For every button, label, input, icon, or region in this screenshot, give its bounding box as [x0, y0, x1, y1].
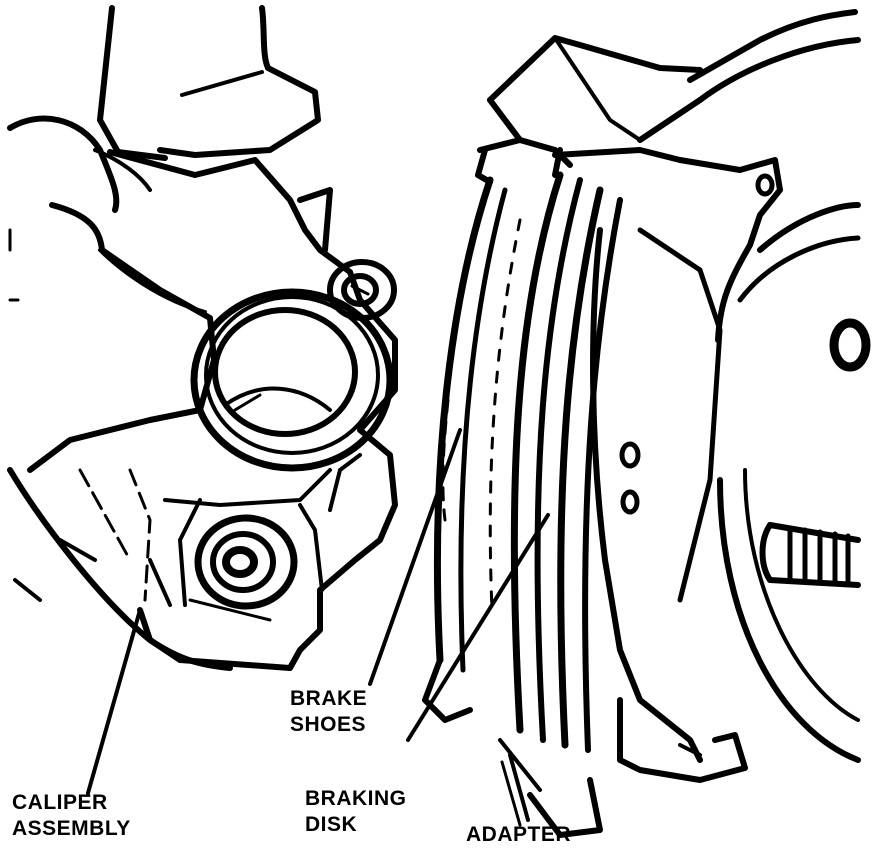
leader-braking-disk: [406, 513, 550, 742]
label-brake-shoes-line2: SHOES: [290, 713, 367, 736]
label-brake-shoes-line1: BRAKE: [290, 687, 368, 710]
caliper-drawing: [107, 149, 398, 671]
leader-caliper-assembly: [86, 608, 142, 795]
leader-brake-shoes: [368, 428, 462, 686]
leader-adapter: [508, 753, 530, 822]
label-braking-disk-line1: BRAKING: [305, 787, 407, 810]
leader-lines: [86, 428, 550, 827]
label-braking-disk-line2: DISK: [305, 813, 358, 836]
label-brake-shoes: BRAKE SHOES: [290, 686, 367, 738]
label-caliper-assembly-line1: CALIPER: [12, 791, 108, 814]
label-braking-disk: BRAKING DISK: [305, 786, 407, 838]
label-caliper-assembly-line2: ASSEMBLY: [12, 817, 131, 840]
label-caliper-assembly: CALIPER ASSEMBLY: [12, 790, 131, 842]
brake-shoes-drawing: [422, 137, 573, 723]
label-adapter-line1: ADAPTER: [466, 823, 572, 846]
braking-disk-drawing: [510, 147, 683, 753]
label-adapter: ADAPTER: [466, 822, 571, 848]
adapter-drawing: [487, 9, 871, 838]
